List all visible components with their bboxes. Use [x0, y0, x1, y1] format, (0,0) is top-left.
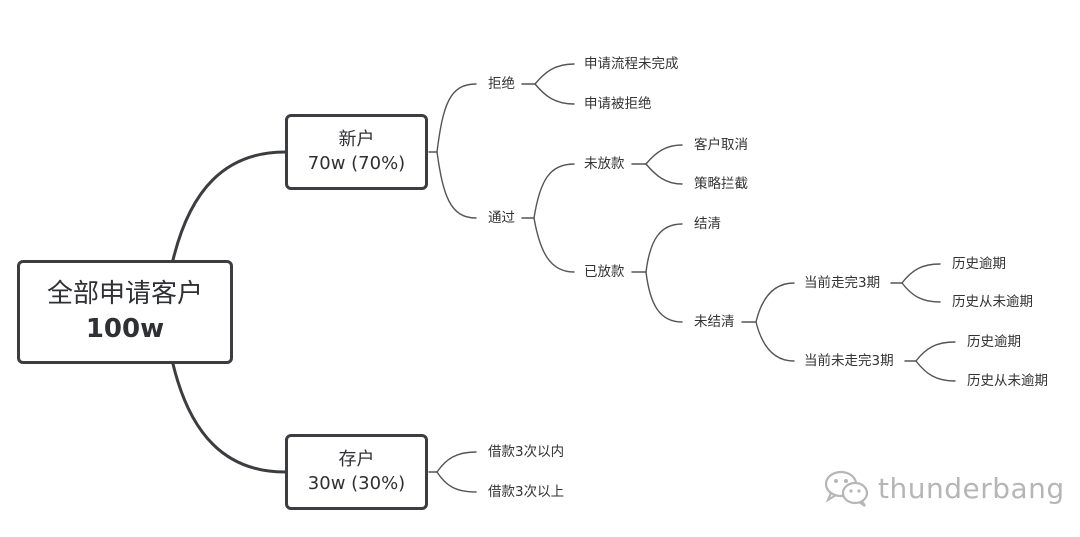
rejected-node[interactable]: 拒绝 [488, 76, 515, 92]
borrow-within-3-node[interactable]: 借款3次以内 [488, 444, 565, 460]
watermark-text: thunderbang [878, 471, 1065, 505]
completed-3-periods-node[interactable]: 当前走完3期 [804, 275, 881, 291]
policy-blocked-node[interactable]: 策略拦截 [694, 176, 748, 192]
existing-customers-node[interactable]: 存户 30w (30%) [285, 434, 428, 510]
not-completed-history-overdue-node[interactable]: 历史逾期 [967, 334, 1021, 350]
approved-node[interactable]: 通过 [488, 210, 515, 226]
not-disbursed-node[interactable]: 未放款 [584, 156, 625, 172]
new-customers-node[interactable]: 新户 70w (70%) [285, 114, 428, 190]
root-count: 100w [85, 314, 165, 344]
not-completed-3-periods-node[interactable]: 当前未走完3期 [804, 353, 894, 369]
disbursed-node[interactable]: 已放款 [584, 264, 625, 280]
not-completed-never-overdue-node[interactable]: 历史从未逾期 [967, 373, 1048, 389]
existing-customers-title: 存户 [338, 448, 375, 470]
customer-cancelled-node[interactable]: 客户取消 [694, 137, 748, 153]
wechat-icon [824, 470, 869, 507]
completed-never-overdue-node[interactable]: 历史从未逾期 [952, 294, 1033, 310]
unsettled-node[interactable]: 未结清 [694, 314, 735, 330]
existing-customers-count: 30w (30%) [307, 473, 406, 494]
new-customers-count: 70w (70%) [307, 153, 406, 174]
root-title: 全部申请客户 [46, 278, 203, 309]
completed-history-overdue-node[interactable]: 历史逾期 [952, 256, 1006, 272]
root-node[interactable]: 全部申请客户 100w [17, 260, 233, 364]
new-customers-title: 新户 [338, 128, 375, 150]
settled-node[interactable]: 结清 [694, 216, 721, 232]
application-incomplete-node[interactable]: 申请流程未完成 [584, 56, 679, 72]
borrow-over-3-node[interactable]: 借款3次以上 [488, 484, 565, 500]
watermark: thunderbang [822, 468, 1065, 508]
application-rejected-node[interactable]: 申请被拒绝 [584, 96, 652, 112]
